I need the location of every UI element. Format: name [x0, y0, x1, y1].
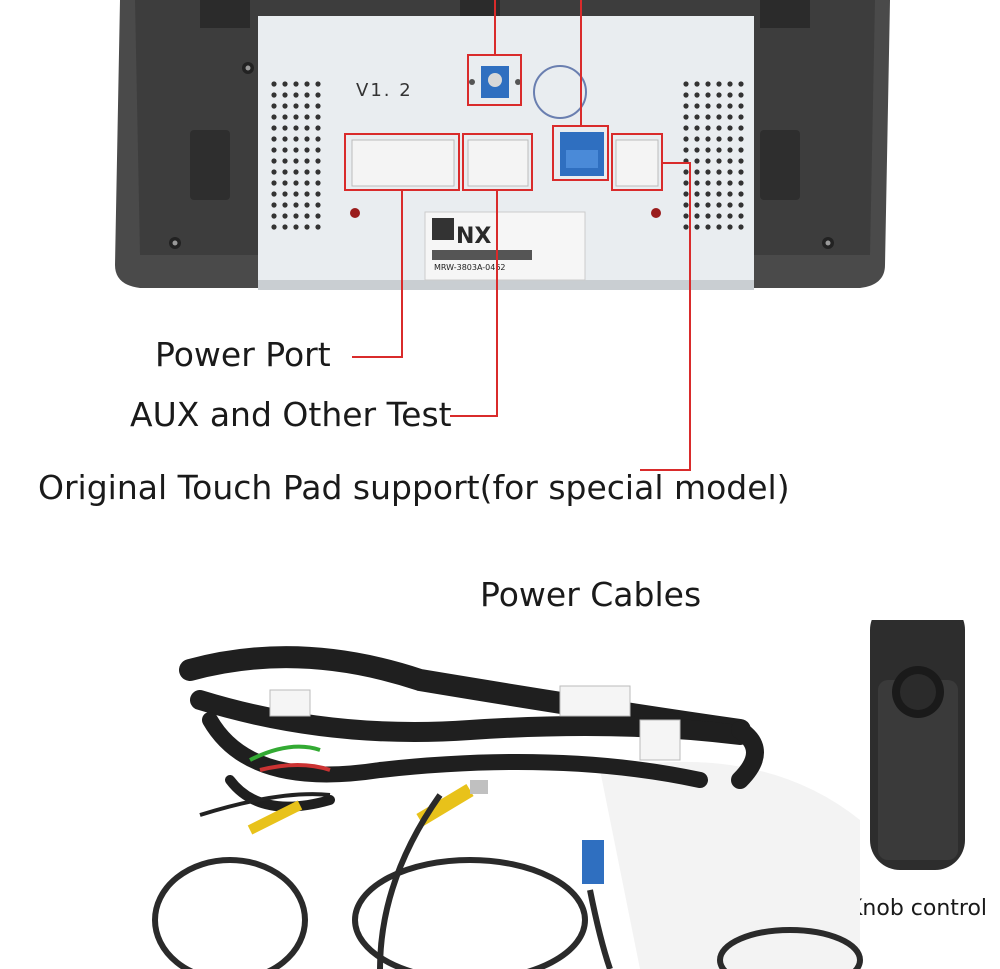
- version-label: V1. 2: [356, 80, 413, 101]
- aux-test-label: AUX and Other Test: [130, 395, 452, 434]
- brand-label: NX: [456, 224, 492, 249]
- callout-lines: [352, 162, 691, 471]
- touch-pad-label: Original Touch Pad support(for special m…: [38, 468, 790, 507]
- model-code: MRW-3803A-0462: [434, 263, 506, 272]
- knob-control-label: Knob control: [848, 896, 988, 921]
- power-cables-label: Power Cables: [480, 575, 702, 614]
- power-port-label: Power Port: [155, 335, 331, 374]
- cables-photo: [152, 620, 965, 969]
